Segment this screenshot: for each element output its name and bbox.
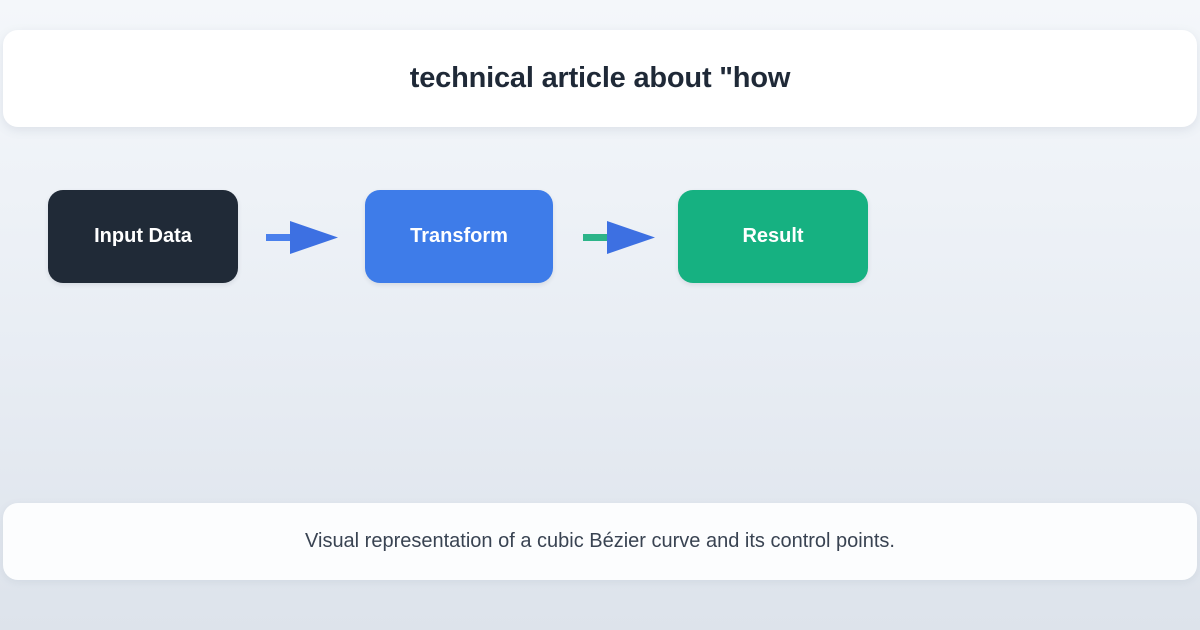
flow-node-transform: Transform	[365, 190, 553, 283]
arrow-right-icon	[583, 221, 655, 254]
page-title: technical article about "how	[409, 62, 791, 94]
caption-text: Visual representation of a cubic Bézier …	[305, 530, 895, 552]
flow-node-label: Result	[742, 225, 804, 247]
arrow-head	[607, 221, 655, 254]
flow-node-label: Input Data	[94, 225, 192, 247]
footer-card: Visual representation of a cubic Bézier …	[3, 503, 1197, 580]
flow-node-result: Result	[678, 190, 868, 283]
flow-node-input-data: Input Data	[48, 190, 238, 283]
header-card: technical article about "how	[3, 30, 1197, 127]
arrow-head	[290, 221, 338, 254]
arrow-right-icon	[266, 221, 338, 254]
flow-node-label: Transform	[410, 225, 508, 247]
